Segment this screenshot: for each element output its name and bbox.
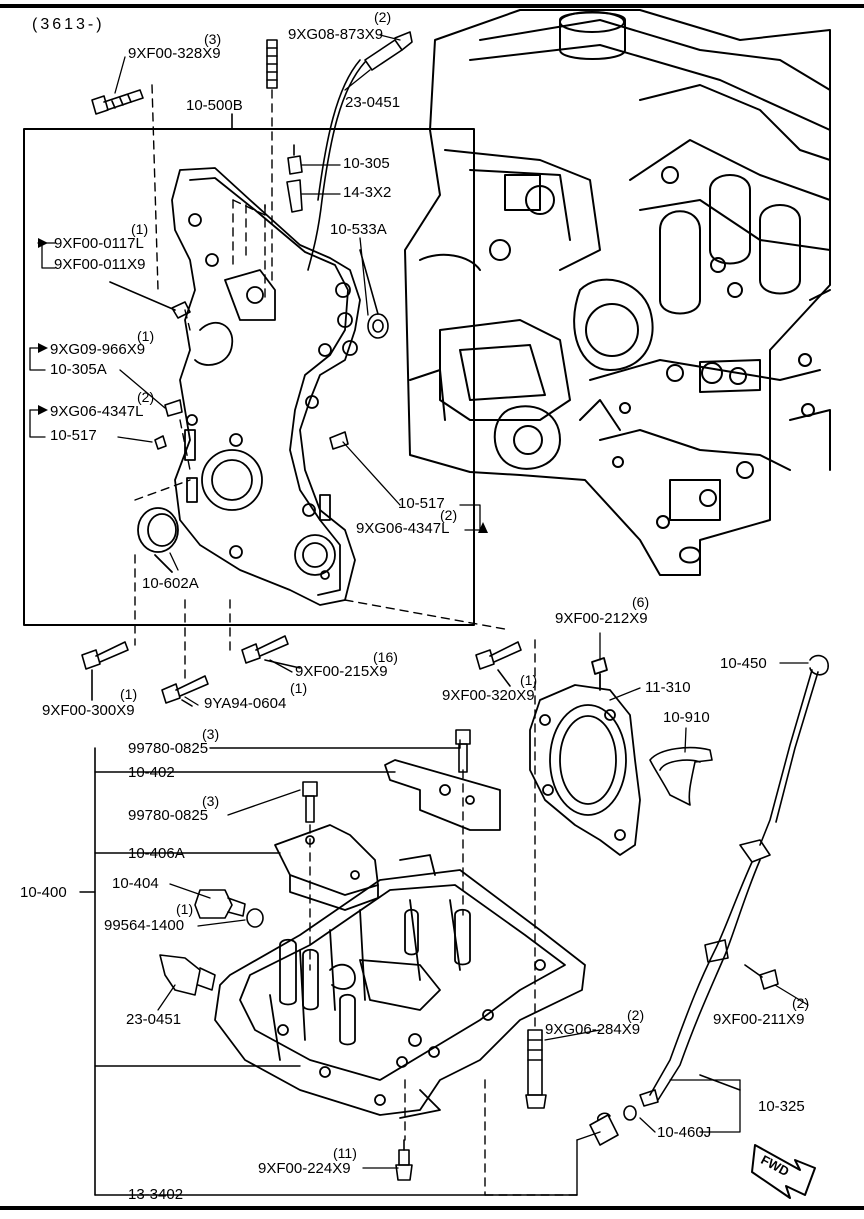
- bolt-9xf00-211x9: [744, 964, 779, 990]
- qty-9xf00-212x9: (6): [632, 594, 650, 610]
- part-label-10-517-left[interactable]: 10-517: [50, 427, 97, 444]
- bolt-9xf00-300x9: [81, 641, 129, 701]
- part-label-10-402[interactable]: 10-402: [128, 764, 175, 781]
- part-label-9xg09-966x9[interactable]: 9XG09-966X9: [50, 341, 146, 358]
- qty-9xg09-966x9: (1): [137, 328, 155, 344]
- part-label-9xf00-211x9[interactable]: 9XF00-211X9: [713, 1011, 805, 1028]
- o-ring-10-460j: [623, 1105, 637, 1121]
- part-label-99564-1400[interactable]: 99564-1400: [104, 917, 185, 934]
- part-label-9xg06-284x9[interactable]: 9XG06-284X9: [545, 1021, 641, 1038]
- bolt-9xf00-224x9: [395, 1139, 413, 1181]
- part-label-23-0451-top[interactable]: 23-0451: [345, 94, 401, 111]
- part-label-10-533a[interactable]: 10-533A: [330, 221, 387, 238]
- tube-23-0451-bottom: [159, 954, 216, 996]
- dashed-guides-bottom: [309, 639, 581, 1196]
- bolt-9xf00-320x9: [475, 641, 522, 687]
- part-label-10-305a[interactable]: 10-305A: [50, 361, 107, 378]
- qty-9xf00-215x9: (16): [373, 649, 398, 665]
- part-label-10-305[interactable]: 10-305: [343, 155, 390, 172]
- part-label-9xf00-0117l[interactable]: 9XF00-0117L: [54, 235, 144, 252]
- part-label-11-310[interactable]: 11-310: [645, 679, 691, 696]
- part-label-9xf00-328x9[interactable]: 9XF00-328X9: [128, 45, 221, 62]
- part-label-10-602a[interactable]: 10-602A: [142, 575, 199, 592]
- part-label-9xf00-215x9[interactable]: 9XF00-215X9: [295, 663, 388, 680]
- fwd-arrow-icon: [751, 1144, 816, 1199]
- qty-9xf00-300x9: (1): [120, 686, 138, 702]
- oil-pressure-switch-10-404: [194, 889, 264, 928]
- qty-9xf00-011x9: (1): [131, 221, 149, 237]
- part-label-10-500b[interactable]: 10-500B: [186, 97, 243, 114]
- qty-99564-1400: (1): [176, 901, 194, 917]
- reference-code: (3613-): [32, 16, 105, 33]
- bolt-9xf00-328x9: [91, 89, 144, 115]
- part-label-13-3402[interactable]: 13-3402: [128, 1186, 184, 1203]
- bolt-9xg06-284x9: [525, 1029, 547, 1109]
- part-label-10-460j[interactable]: 10-460J: [657, 1124, 712, 1141]
- part-label-9xg08-873x9[interactable]: 9XG08-873X9: [288, 26, 384, 43]
- part-label-99780-0825-b[interactable]: 99780-0825: [128, 807, 209, 824]
- label-leaders: [29, 34, 809, 1169]
- qty-9xf00-224x9: (11): [333, 1145, 357, 1161]
- part-label-9xg06-4347l-right[interactable]: 9XG06-4347L: [356, 520, 450, 537]
- oil-pan-drawing: [214, 854, 586, 1119]
- bolt-9ya94-0604: [161, 675, 209, 707]
- part-label-99780-0825-a[interactable]: 99780-0825: [128, 740, 209, 757]
- rear-seal-housing-11-310: [529, 657, 641, 856]
- part-label-9xf00-320x9[interactable]: 9XF00-320X9: [442, 687, 535, 704]
- part-label-23-0451-bottom[interactable]: 23-0451: [126, 1011, 182, 1028]
- engine-block-drawing: [404, 9, 831, 576]
- bolt-9xf00-215x9: [241, 635, 301, 669]
- part-label-9xf00-011x9[interactable]: 9XF00-011X9: [54, 256, 146, 273]
- dashed-guides-top: [134, 84, 511, 681]
- bolts-99780-0825: [302, 729, 471, 823]
- part-label-9xg06-4347l-left[interactable]: 9XG06-4347L: [50, 403, 144, 420]
- arrow-markers: [38, 238, 488, 533]
- qty-9xf00-320x9: (1): [520, 672, 538, 688]
- part-label-9xf00-212x9[interactable]: 9XF00-212X9: [555, 610, 648, 627]
- qty-99780-0825-a: (3): [202, 726, 220, 742]
- qty-9ya94-0604: (1): [290, 680, 308, 696]
- part-label-14-3x2[interactable]: 14-3X2: [343, 184, 392, 201]
- baffle-plate-10-402: [384, 759, 501, 831]
- part-label-9ya94-0604[interactable]: 9YA94-0604: [204, 695, 287, 712]
- qty-9xg06-284x9: (2): [627, 1007, 645, 1023]
- part-label-10-325[interactable]: 10-325: [758, 1098, 805, 1115]
- qty-9xg06-4347l-right: (2): [440, 507, 458, 523]
- baffle-10-910: [649, 746, 713, 806]
- part-label-10-400[interactable]: 10-400: [20, 884, 67, 901]
- oil-seal-10-602a: [137, 507, 179, 573]
- part-label-10-406a[interactable]: 10-406A: [128, 845, 185, 862]
- qty-9xg06-4347l-left: (2): [137, 389, 155, 405]
- part-label-10-517-right[interactable]: 10-517: [398, 495, 445, 512]
- qty-9xf00-328x9: (3): [204, 31, 222, 47]
- dipstick-10-450: [639, 654, 829, 1107]
- part-label-10-910[interactable]: 10-910: [663, 709, 710, 726]
- part-label-10-450[interactable]: 10-450: [720, 655, 767, 672]
- qty-9xf00-211x9: (2): [792, 995, 810, 1011]
- timing-cover-box: [23, 128, 475, 626]
- stud-top: [266, 39, 278, 89]
- oil-pan-leaders: [79, 739, 601, 1196]
- part-label-9xf00-224x9[interactable]: 9XF00-224X9: [258, 1160, 351, 1177]
- timing-hardware: [109, 144, 389, 450]
- qty-9xg08-873x9: (2): [374, 9, 392, 25]
- part-label-9xf00-300x9[interactable]: 9XF00-300X9: [42, 702, 135, 719]
- baffle-plate-10-406a: [274, 824, 379, 911]
- part-label-10-404[interactable]: 10-404: [112, 875, 159, 892]
- qty-99780-0825-b: (3): [202, 793, 220, 809]
- tube-seal-13-3402: [589, 1112, 619, 1146]
